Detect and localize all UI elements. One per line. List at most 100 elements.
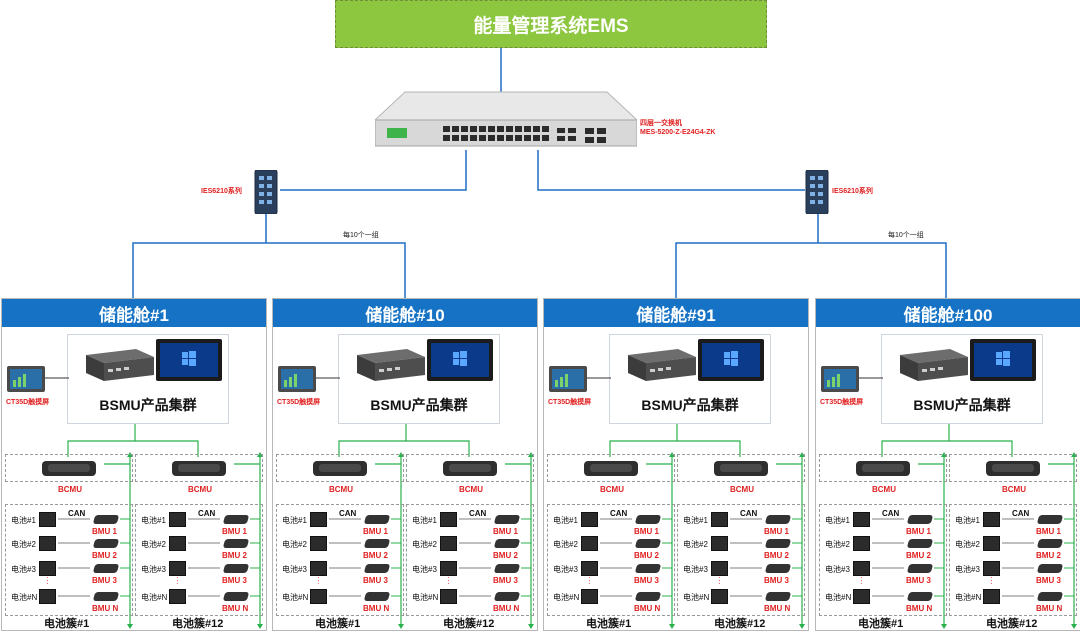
bmu-label: BMU N [222, 604, 249, 613]
bcmu-box [406, 454, 534, 482]
battery-cluster-label: 电池簇#12 [172, 618, 224, 630]
battery-cluster-label: 电池簇#1 [586, 618, 632, 630]
battery-module-icon [440, 589, 457, 604]
right-group-bus [675, 242, 947, 298]
bmu-device-icon [1036, 592, 1064, 601]
ct35d-label: CT35D触摸屏 [6, 399, 50, 406]
can-label: CAN [469, 509, 487, 518]
bmu-label: BMU 2 [363, 551, 388, 560]
bcmu-label: BCMU [600, 485, 624, 494]
display-screen-icon [427, 339, 493, 381]
bcmu-device-icon [42, 461, 96, 476]
storage-cabin-3: 储能舱#91 [543, 298, 809, 631]
battery-label: 电池#2 [141, 540, 166, 549]
bcmu-label: BCMU [872, 485, 896, 494]
bcmu-label: BCMU [730, 485, 754, 494]
battery-label: 电池#1 [141, 516, 166, 525]
bmu-label: BMU 1 [634, 527, 659, 536]
battery-cluster-box [5, 504, 133, 616]
battery-label: 电池#3 [141, 565, 166, 574]
battery-cluster-label: 电池簇#1 [858, 618, 904, 630]
core-switch-device [375, 91, 637, 147]
bmu-device-icon [764, 539, 792, 548]
left-group-note: 每10个一组 [343, 232, 379, 239]
bmu-device-icon [363, 539, 391, 548]
battery-label: 电池#3 [11, 565, 36, 574]
battery-label: 电池#2 [955, 540, 980, 549]
cabin-wiring [58, 422, 263, 629]
bsmu-title: BSMU产品集群 [370, 397, 468, 413]
bcmu-box [819, 454, 947, 482]
battery-module-icon [581, 561, 598, 576]
bmu-device-icon [634, 592, 662, 601]
bmu-label: BMU 1 [493, 527, 518, 536]
bmu-label: BMU 3 [92, 576, 117, 585]
battery-module-icon [581, 512, 598, 527]
battery-module-icon [853, 512, 870, 527]
bcmu-box [135, 454, 263, 482]
bcmu-label: BCMU [1002, 485, 1026, 494]
bmu-label: BMU N [906, 604, 933, 613]
ct-link-line [859, 377, 883, 379]
bmu-label: BMU 3 [493, 576, 518, 585]
display-screen-icon [698, 339, 764, 381]
ems-title: 能量管理系统EMS [473, 15, 629, 37]
bmu-device-icon [634, 515, 662, 524]
left-group-bus [132, 242, 406, 298]
bmu-label: BMU 1 [906, 527, 931, 536]
bcmu-box [677, 454, 805, 482]
bsmu-cluster-box: BSMU产品集群 [881, 334, 1043, 424]
battery-label: 电池#N [11, 593, 38, 602]
bmu-label: BMU N [363, 604, 390, 613]
can-label: CAN [339, 509, 357, 518]
right-group-note: 每10个一组 [888, 232, 924, 239]
battery-cluster-label: 电池簇#12 [714, 618, 766, 630]
bsmu-cluster-box: BSMU产品集群 [67, 334, 229, 424]
bmu-label: BMU 3 [222, 576, 247, 585]
industrial-pc-icon [900, 349, 968, 381]
battery-module-icon [983, 561, 1000, 576]
bmu-device-icon [363, 592, 391, 601]
bmu-device-icon [363, 564, 391, 573]
bmu-label: BMU 1 [92, 527, 117, 536]
bmu-device-icon [222, 592, 250, 601]
bsmu-cluster-box: BSMU产品集群 [338, 334, 500, 424]
bmu-label: BMU N [1036, 604, 1063, 613]
bmu-device-icon [764, 592, 792, 601]
battery-label: 电池#1 [11, 516, 36, 525]
ellipsis-dots: ··· [718, 573, 721, 588]
battery-label: 电池#1 [683, 516, 708, 525]
bmu-label: BMU 1 [222, 527, 247, 536]
battery-cluster-label: 电池簇#12 [986, 618, 1038, 630]
battery-label: 电池#1 [282, 516, 307, 525]
bcmu-box [5, 454, 133, 482]
battery-cluster-label: 电池簇#1 [44, 618, 90, 630]
bmu-label: BMU 1 [764, 527, 789, 536]
bmu-label: BMU N [92, 604, 119, 613]
bmu-label: BMU 3 [764, 576, 789, 585]
battery-label: 电池#3 [955, 565, 980, 574]
ct35d-touchscreen-icon [821, 366, 859, 392]
industrial-pc-icon [628, 349, 696, 381]
battery-cluster-box [949, 504, 1077, 616]
battery-module-icon [39, 589, 56, 604]
display-screen-icon [970, 339, 1036, 381]
ellipsis-dots: ··· [588, 573, 591, 588]
can-label: CAN [1012, 509, 1030, 518]
battery-label: 电池#N [282, 593, 309, 602]
bmu-device-icon [92, 592, 120, 601]
bmu-label: BMU 3 [1036, 576, 1061, 585]
ellipsis-dots: ··· [990, 573, 993, 588]
battery-label: 电池#3 [412, 565, 437, 574]
bmu-device-icon [493, 564, 521, 573]
core-switch-model: MES-5200-Z-E24G4-ZK [640, 129, 716, 136]
cabin-title: 储能舱#91 [636, 305, 716, 325]
battery-cluster-box [406, 504, 534, 616]
storage-cabin-1: 储能舱#1 [1, 298, 267, 631]
bmu-device-icon [906, 515, 934, 524]
bcmu-label: BCMU [459, 485, 483, 494]
bcmu-box [949, 454, 1077, 482]
bmu-device-icon [764, 515, 792, 524]
bcmu-label: BCMU [58, 485, 82, 494]
ies-switch-right [805, 170, 829, 214]
